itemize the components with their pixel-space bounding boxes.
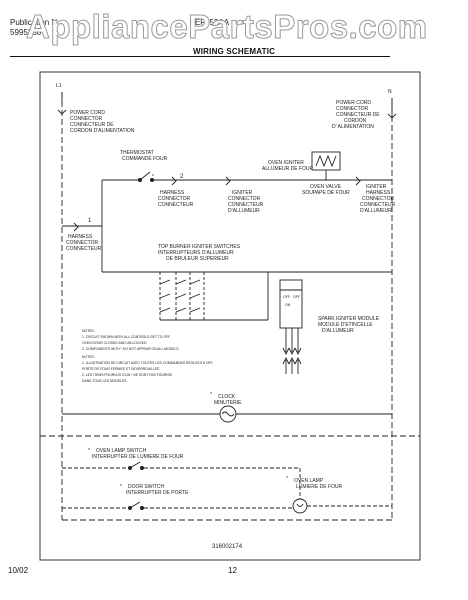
door-switch-contact-right — [139, 505, 145, 511]
harness-left-label: HARNESS CONNECTOR CONNECTEUR — [66, 234, 102, 252]
thermostat-label: THERMOSTAT COMMANDE FOUR — [120, 150, 168, 162]
igniter-harness-right-label: IGNITER HARNESS CONNECTOR CONNECTEUR D'A… — [360, 184, 397, 214]
diagram-number: 316002174 — [212, 544, 243, 550]
wire-number-1: 1 — [88, 218, 92, 224]
n-power-cord-arrow — [387, 113, 397, 119]
title-rule — [10, 56, 390, 57]
model-number: FEF352AA — [190, 18, 230, 27]
oven-igniter-label: OVEN IGNITER ALLUMEUR DE FOUR — [262, 160, 314, 172]
footer-date: 10/02 — [8, 566, 29, 575]
oven-lamp-switch-label: * OVEN LAMP SWITCH INTERRUPTER DE LUMIER… — [88, 448, 184, 460]
thermostat-switch-blade — [139, 171, 151, 181]
door-switch-blade — [129, 501, 141, 509]
igniter-harness-arrow — [355, 176, 361, 186]
page-title: WIRING SCHEMATIC — [193, 47, 276, 56]
oven-lamp-label: * OVEN LAMP LUMIERE DE FOUR — [286, 476, 343, 490]
power-cord-label-right: POWER CORD CONNECTOR CONNECTEUR DE CORDO… — [332, 100, 381, 130]
watermark: AppliancePartsPros.com — [26, 8, 428, 46]
l1-label: L1 — [56, 83, 62, 89]
spark-module-switch-marks: OFF ON OFF — [283, 295, 300, 307]
door-switch-label: * DOOR SWITCH INTERRUPTER DE PORTE — [120, 484, 189, 496]
top-burner-switch-bank — [159, 272, 268, 321]
n-label: N — [388, 89, 392, 95]
harness-left-arrow — [73, 222, 79, 232]
lamp-switch-contact-right — [139, 465, 145, 471]
harness-connector-center-label: HARNESS CONNECTOR CONNECTEUR — [158, 190, 194, 208]
lamp-switch-blade — [129, 461, 141, 469]
top-burner-switches-label: TOP BURNER IGNITER SWITCHES INTERRUPTEUR… — [158, 244, 241, 262]
clock-label: * CLOCK MINUTERIE — [210, 392, 242, 406]
wire-number-2: 2 — [180, 174, 184, 180]
igniter-connector-arrow — [225, 176, 231, 186]
l1-power-cord-arrow — [57, 109, 67, 115]
power-cord-label-left: POWER CORD CONNECTOR CONNECTEUR DE CORDO… — [70, 110, 135, 134]
oven-igniter-coil — [315, 154, 337, 168]
thermostat-asterisk: * — [152, 174, 154, 180]
igniter-connector-label: IGNITER CONNECTOR CONNECTEUR D'ALLUMEUR — [228, 190, 265, 214]
clock-motor-symbol — [221, 411, 235, 417]
publication-line-2: 5995360 — [10, 28, 42, 37]
spark-electrode-outputs — [282, 328, 302, 374]
publication-header: Publication N 5995360 — [10, 18, 57, 38]
harness-connector-arrow — [171, 176, 177, 186]
spark-igniter-module — [279, 279, 303, 329]
schematic-notes: NOTES: 1. CIRCUIT SHOWN WITH ALL CONTROL… — [82, 329, 214, 383]
schematic-frame — [39, 71, 421, 561]
oven-lamp-bulb — [292, 498, 308, 514]
oven-lamp-filament — [296, 503, 304, 507]
spark-module-label: SPARK IGNITER MODULE MODULE D'ETINCELLE … — [318, 316, 380, 334]
oven-valve-label: OVEN VALVE SOUPAPE DE FOUR — [302, 184, 350, 196]
publication-line-1: Publication N — [10, 18, 58, 27]
footer-page-number: 12 — [228, 566, 237, 575]
